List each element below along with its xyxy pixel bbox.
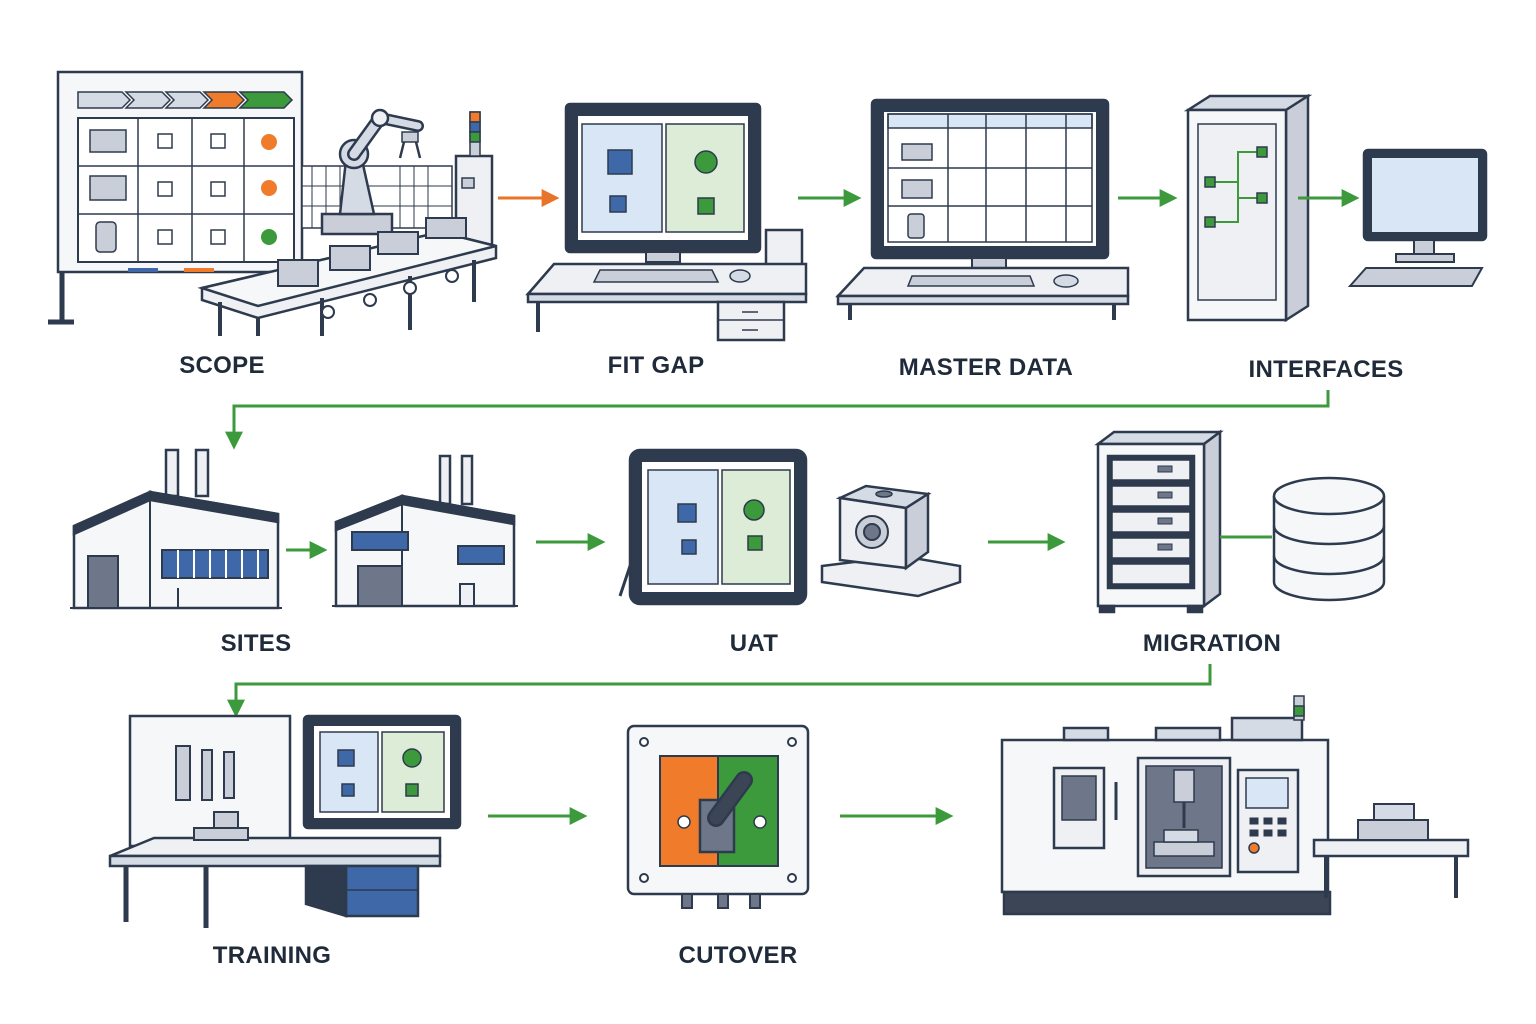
label-sites: SITES bbox=[220, 630, 292, 657]
label-migration: MIGRATION bbox=[1142, 630, 1282, 657]
robot-conveyor-illustration bbox=[197, 108, 498, 336]
cnc-machine-illustration bbox=[1000, 695, 1470, 916]
label-cutover: CUTOVER bbox=[678, 942, 798, 969]
master-data-illustration bbox=[835, 98, 1130, 320]
label-uat: UAT bbox=[729, 630, 779, 657]
interfaces-illustration bbox=[1183, 93, 1488, 323]
uat-illustration bbox=[618, 448, 962, 606]
label-fit-gap: FIT GAP bbox=[607, 352, 705, 379]
sites-illustration bbox=[70, 448, 518, 610]
label-interfaces: INTERFACES bbox=[1248, 356, 1404, 383]
scope-illustration bbox=[48, 70, 304, 325]
connector-row2-to-row3 bbox=[227, 664, 1212, 718]
training-illustration bbox=[108, 714, 462, 928]
cutover-illustration bbox=[626, 724, 810, 909]
connector-row1-to-row2 bbox=[225, 390, 1330, 450]
label-scope: SCOPE bbox=[179, 352, 265, 379]
label-master-data: MASTER DATA bbox=[898, 354, 1074, 381]
label-training: TRAINING bbox=[212, 942, 332, 969]
fit-gap-illustration bbox=[525, 102, 808, 342]
migration-illustration bbox=[1094, 429, 1386, 614]
